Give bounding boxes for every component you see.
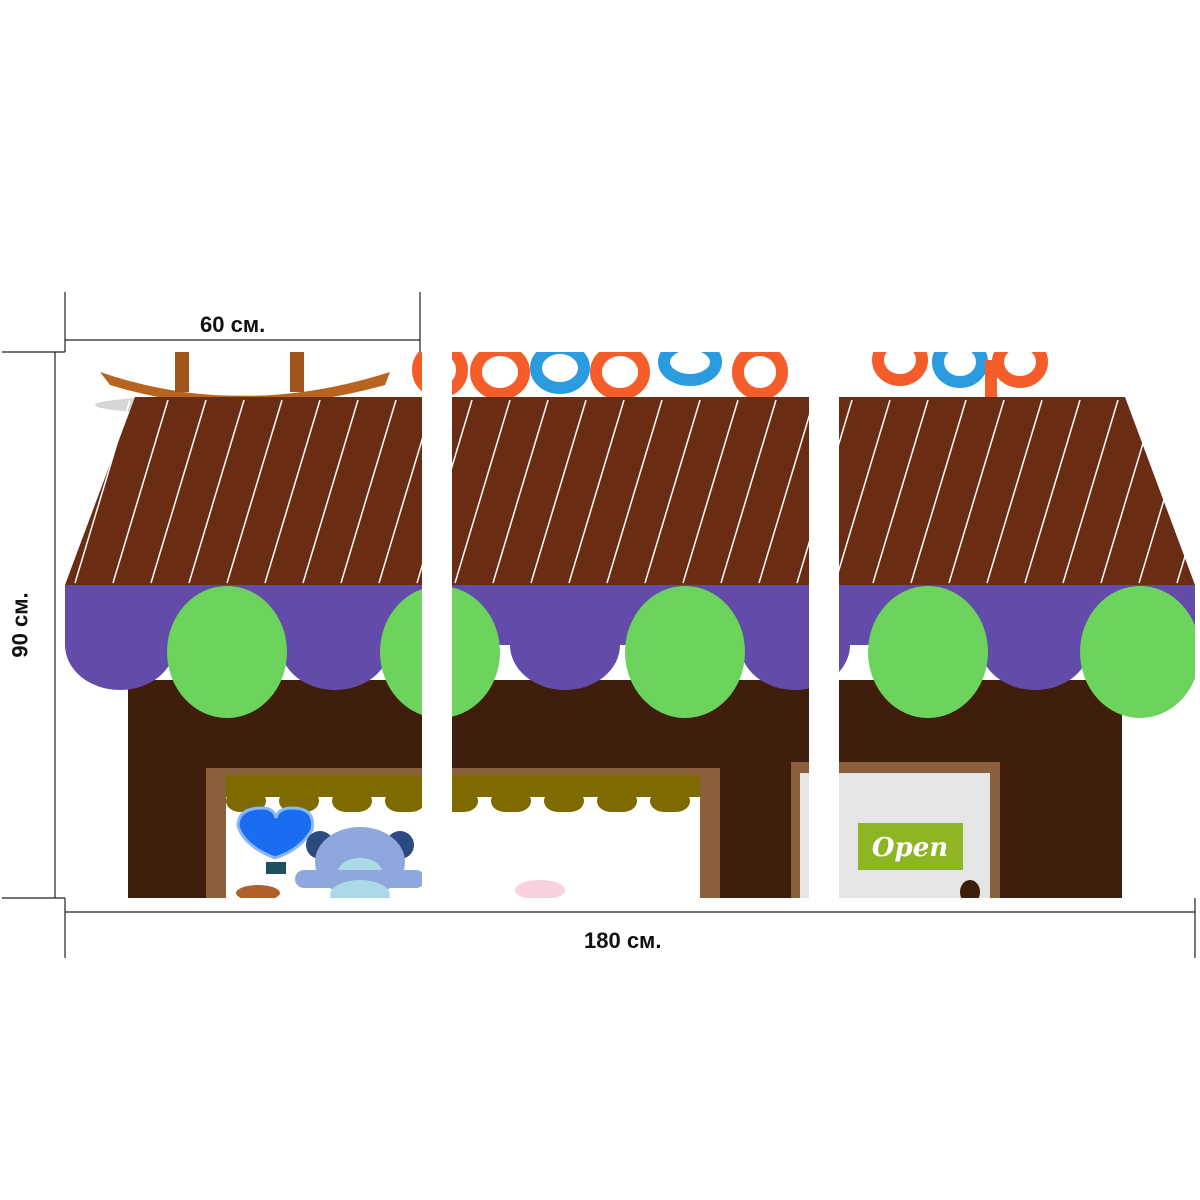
- roof-stripe: [454, 399, 511, 584]
- window-awning-scallop: [279, 790, 319, 812]
- shop-title-lettering: [412, 352, 1048, 405]
- roof-stripe: [1024, 399, 1081, 584]
- total-width-label: 180 см.: [584, 928, 662, 953]
- roof-stripe: [606, 399, 663, 584]
- awning-scallop: [280, 600, 390, 690]
- open-sign: [858, 823, 963, 870]
- awning-scallop: [510, 600, 620, 690]
- roof-stripe: [492, 399, 549, 584]
- roof: [65, 397, 1195, 585]
- roof-stripe: [112, 399, 169, 584]
- roof-stripe: [720, 399, 777, 584]
- roof-stripe: [834, 399, 891, 584]
- window-awning-scallop: [597, 790, 637, 812]
- panel-width-label: 60 см.: [200, 312, 266, 337]
- window-awning-scallop: [544, 790, 584, 812]
- window-awning-scallop: [650, 790, 690, 812]
- roof-stripe: [226, 399, 283, 584]
- roof-stripe: [1176, 520, 1195, 584]
- awning-dot: [625, 586, 745, 718]
- hot-air-balloon-toy: [236, 806, 315, 874]
- door-knob: [960, 880, 980, 898]
- shop-window: [206, 768, 720, 898]
- window-awning-scallop: [385, 790, 425, 812]
- roof-stripe: [644, 399, 701, 584]
- awning-dot: [1080, 586, 1195, 718]
- roof-stripe: [568, 399, 625, 584]
- window-awning-scallop: [332, 790, 372, 812]
- awning-dot: [868, 586, 988, 718]
- teddy-bear-toy: [295, 827, 425, 898]
- roof-stripe: [872, 399, 929, 584]
- roof-stripe: [188, 399, 245, 584]
- dimension-lines: [2, 292, 1196, 958]
- window-awning-scallop: [491, 790, 531, 812]
- roof-stripe: [758, 399, 815, 584]
- roof-stripe: [986, 399, 1043, 584]
- roof-stripe: [530, 399, 587, 584]
- doll-toy: [236, 885, 280, 898]
- roof-stripe: [948, 399, 1005, 584]
- roof-stripe: [682, 399, 739, 584]
- awning-scallop: [980, 600, 1090, 690]
- roof-stripe: [340, 399, 397, 584]
- shop-illustration: Open: [65, 352, 1195, 898]
- height-label: 90 см.: [7, 592, 33, 658]
- roof-stripe: [264, 399, 321, 584]
- awning: [65, 585, 1195, 718]
- roof-stripe: [1062, 399, 1119, 584]
- awning-dot: [167, 586, 287, 718]
- roof-stripe: [1100, 399, 1157, 584]
- roof-stripe: [150, 399, 207, 584]
- open-sign-text: Open: [872, 833, 948, 863]
- roof-stripe: [74, 399, 131, 584]
- panel-gap: [809, 340, 839, 910]
- window-awning-scallop: [226, 790, 266, 812]
- awning-scallop: [65, 600, 175, 690]
- roof-stripe: [302, 399, 359, 584]
- toy-horse: [515, 880, 565, 898]
- roof-stripe: [1138, 399, 1195, 584]
- panel-gap: [422, 340, 452, 910]
- roof-stripe: [910, 399, 967, 584]
